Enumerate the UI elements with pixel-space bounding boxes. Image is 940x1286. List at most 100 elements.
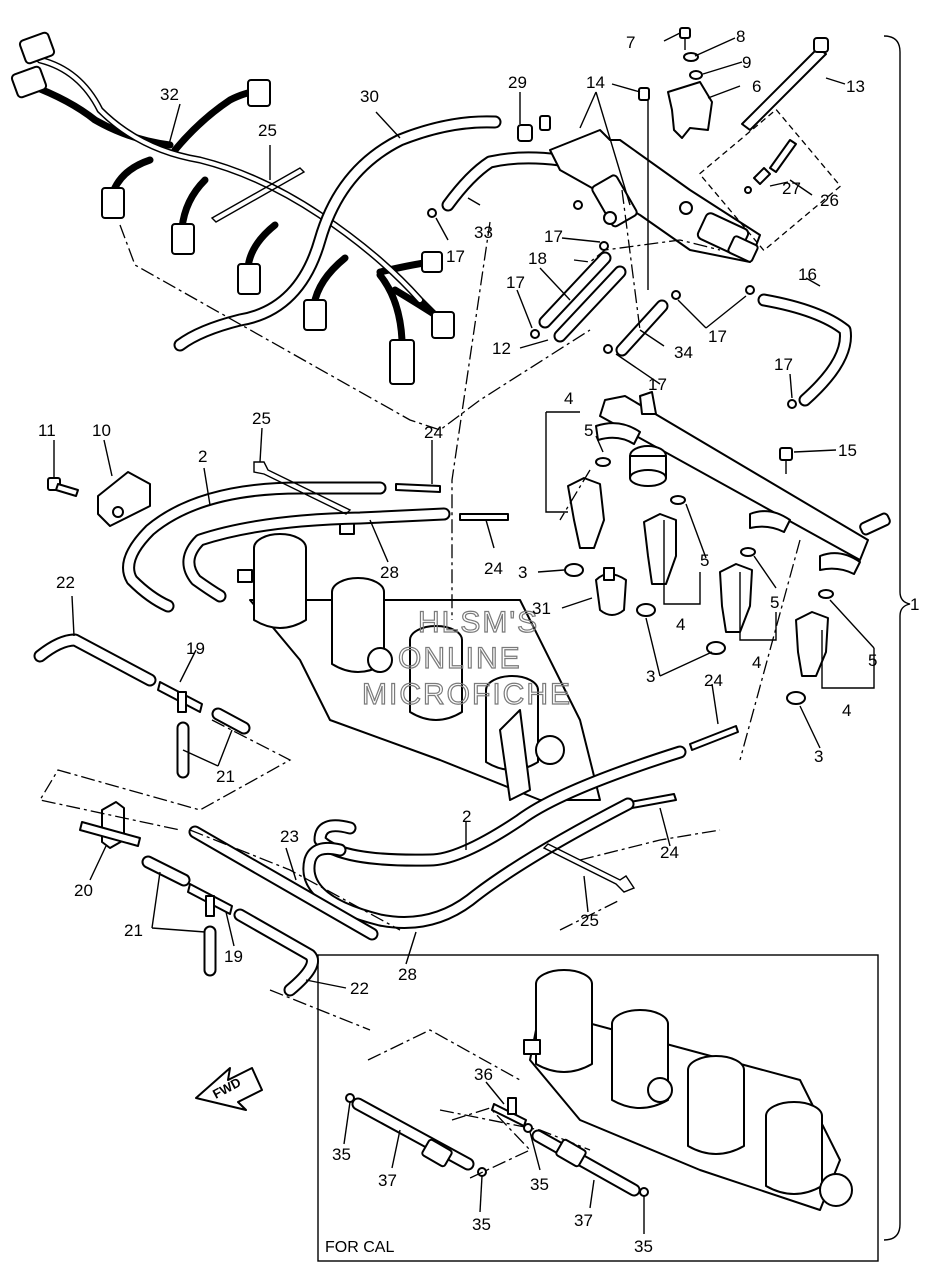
watermark: HLSM'S ONLINE MICROFICHE: [361, 605, 572, 711]
callout-17: 17: [544, 227, 563, 246]
screw-14: [638, 87, 650, 101]
callout-15: 15: [838, 441, 857, 460]
callout-35: 35: [530, 1175, 549, 1194]
inset-hose-37: [351, 1097, 641, 1197]
cable-tie-upper: [253, 461, 352, 515]
hose-28-lower: [302, 797, 635, 929]
callout-24: 24: [424, 423, 443, 442]
assembly-bracket: [883, 35, 911, 1241]
hose-23: [188, 825, 379, 941]
callout-3: 3: [646, 667, 655, 686]
callout-2: 2: [462, 807, 471, 826]
long-bolt-13: [741, 37, 829, 131]
hose-34: [615, 299, 669, 357]
watermark-line-3: MICROFICHE: [362, 678, 572, 711]
callout-10: 10: [92, 421, 111, 440]
callout-22: 22: [350, 979, 369, 998]
inset-reference-lines: [343, 1029, 645, 1234]
washer-8: [683, 52, 699, 62]
leader-lines: [53, 32, 875, 989]
bolt-29: [517, 115, 551, 142]
inset-throttle-bodies: [523, 969, 853, 1211]
callout-5: 5: [770, 593, 779, 612]
callout-5: 5: [700, 551, 709, 570]
callout-24: 24: [484, 559, 503, 578]
callout-4: 4: [564, 389, 573, 408]
kit-26-box: [698, 108, 842, 252]
callout-35: 35: [634, 1237, 653, 1256]
pressure-sensor-bracket: [549, 129, 761, 263]
valve-20: [79, 801, 141, 849]
callout-28: 28: [380, 563, 399, 582]
inset-caption: FOR CAL: [325, 1239, 394, 1256]
callout-17: 17: [708, 327, 727, 346]
washer-9: [689, 70, 703, 80]
callout-19: 19: [224, 947, 243, 966]
hose-33: [441, 151, 617, 212]
callout-36: 36: [474, 1065, 493, 1084]
pressure-regulator: [595, 445, 667, 616]
callout-24: 24: [704, 671, 723, 690]
callout-22: 22: [56, 573, 75, 592]
callout-5: 5: [584, 421, 593, 440]
callout-17: 17: [506, 273, 525, 292]
kit-26-parts: [744, 139, 797, 194]
screw-7: [679, 27, 691, 50]
throttle-position-sensor: [97, 471, 151, 527]
callout-7: 7: [626, 33, 635, 52]
cable-tie-lower: [542, 843, 636, 893]
callout-25: 25: [580, 911, 599, 930]
callout-18: 18: [528, 249, 547, 268]
callout-17: 17: [774, 355, 793, 374]
hose-16: [757, 293, 852, 407]
hose-18: [538, 251, 627, 343]
callout-33: 33: [474, 223, 493, 242]
callout-3: 3: [814, 747, 823, 766]
callout-34: 34: [674, 343, 693, 362]
callout-17: 17: [446, 247, 465, 266]
throttle-body-assembly: [237, 521, 601, 801]
callout-3: 3: [518, 563, 527, 582]
hose-28: [182, 507, 451, 603]
callout-19: 19: [186, 639, 205, 658]
callout-5: 5: [868, 651, 877, 670]
screw-15: [779, 447, 793, 474]
wire-harness: [10, 31, 455, 385]
callout-20: 20: [74, 881, 93, 900]
seal-3: [564, 563, 806, 705]
callout-8: 8: [736, 27, 745, 46]
cable-tie: [210, 167, 306, 223]
callout-4: 4: [752, 653, 761, 672]
callout-6: 6: [752, 77, 761, 96]
fuel-rail: [595, 391, 891, 575]
screw-11: [47, 477, 79, 497]
callout-labels: 1 2 2 3 3 3 4 4 4 4 5 5 5 5 6 7 8 9 10 1…: [38, 27, 919, 1256]
reference-lines: [38, 189, 801, 1151]
callout-26: 26: [820, 191, 839, 210]
callout-37: 37: [378, 1171, 397, 1190]
hose-30: [173, 115, 502, 352]
hose-21: [141, 707, 251, 977]
callout-25: 25: [252, 409, 271, 428]
callout-23: 23: [280, 827, 299, 846]
callout-4: 4: [842, 701, 851, 720]
callout-9: 9: [742, 53, 751, 72]
inset-frame: [317, 954, 879, 1262]
hose-2: [122, 481, 387, 613]
callout-30: 30: [360, 87, 379, 106]
watermark-line-2: ONLINE: [398, 642, 522, 675]
callout-13: 13: [846, 77, 865, 96]
callout-21: 21: [124, 921, 143, 940]
callout-21: 21: [216, 767, 235, 786]
callout-27: 27: [782, 179, 801, 198]
callout-14: 14: [586, 73, 605, 92]
callout-4: 4: [676, 615, 685, 634]
joint-19: [157, 681, 233, 917]
callout-17: 17: [648, 375, 667, 394]
callout-31: 31: [532, 599, 551, 618]
callout-16: 16: [798, 265, 817, 284]
callout-37: 37: [574, 1211, 593, 1230]
fuel-injector: [567, 457, 834, 677]
callout-28: 28: [398, 965, 417, 984]
